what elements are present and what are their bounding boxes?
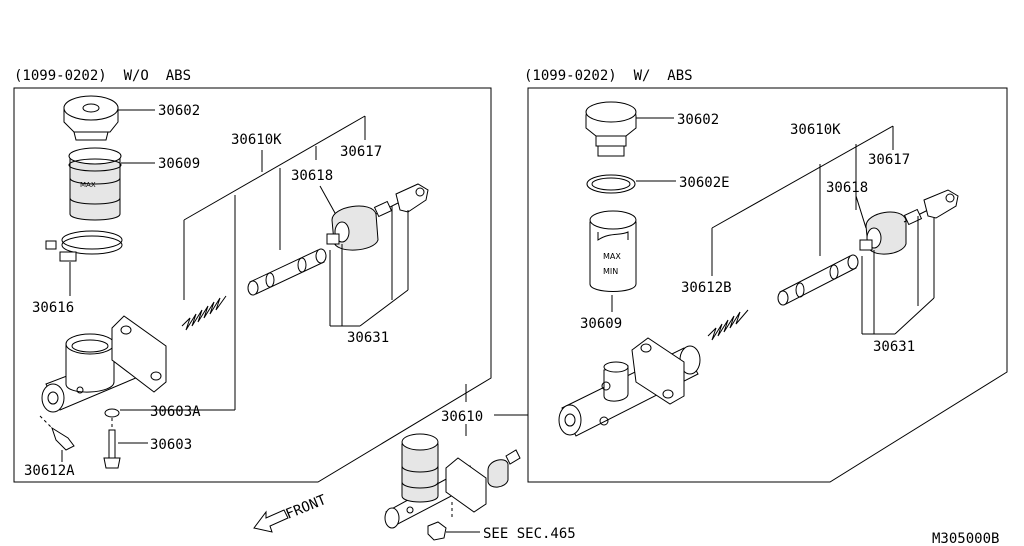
right-piston (777, 254, 859, 306)
label-left-30617: 30617 (340, 144, 382, 160)
right-boot (859, 211, 907, 255)
left-reservoir-tank: MAX (68, 147, 122, 221)
right-return-spring (707, 309, 749, 341)
right-tank-min-mark: MIN (603, 267, 618, 276)
label-right-30602: 30602 (677, 112, 719, 128)
left-tank-max-mark: MAX (80, 181, 96, 189)
label-see-section: SEE SEC.465 (483, 526, 576, 542)
right-panel-frame (527, 87, 1008, 483)
label-left-30616: 30616 (32, 300, 74, 316)
label-left-30603: 30603 (150, 437, 192, 453)
label-left-30603A: 30603A (150, 404, 201, 420)
label-right-30618: 30618 (826, 180, 868, 196)
left-fixing-bolt (103, 418, 121, 469)
left-washer (104, 408, 120, 418)
left-master-cylinder-body (41, 315, 167, 413)
left-boot (326, 205, 379, 251)
assembly-master-cylinder (384, 433, 521, 529)
label-left-30610K: 30610K (231, 132, 282, 148)
label-left-30618: 30618 (291, 168, 333, 184)
front-arrow-icon (253, 509, 289, 533)
label-left-30602: 30602 (158, 103, 200, 119)
label-assembly-30610: 30610 (441, 409, 483, 425)
diagram-code: M305000B (932, 531, 999, 546)
right-reservoir-cap (585, 101, 637, 157)
left-push-rod-clevis (373, 183, 429, 218)
left-clamp (45, 230, 123, 262)
right-tank-max-mark: MAX (603, 252, 621, 261)
label-right-30631: 30631 (873, 339, 915, 355)
left-bleeder-nipple (39, 415, 75, 451)
assembly-nut (427, 521, 447, 541)
label-left-30609: 30609 (158, 156, 200, 172)
label-left-30631: 30631 (347, 330, 389, 346)
label-left-30612A: 30612A (24, 463, 75, 479)
left-panel-frame (13, 87, 492, 483)
label-right-30610K: 30610K (790, 122, 841, 138)
label-right-30612B: 30612B (681, 280, 732, 296)
left-return-spring (181, 295, 227, 331)
label-right-30602E: 30602E (679, 175, 730, 191)
left-reservoir-cap (63, 95, 119, 141)
right-cap-seal (586, 174, 636, 194)
label-right-30617: 30617 (868, 152, 910, 168)
label-front: FRONT (284, 492, 330, 523)
right-push-rod-clevis (903, 189, 959, 226)
right-reservoir-tank: MAX MIN (589, 210, 637, 292)
left-panel-header: (1099-0202) W/O ABS (14, 68, 191, 84)
right-master-cylinder-body (558, 337, 701, 437)
right-panel-header: (1099-0202) W/ ABS (524, 68, 693, 84)
label-right-30609: 30609 (580, 316, 622, 332)
left-piston (247, 248, 327, 296)
